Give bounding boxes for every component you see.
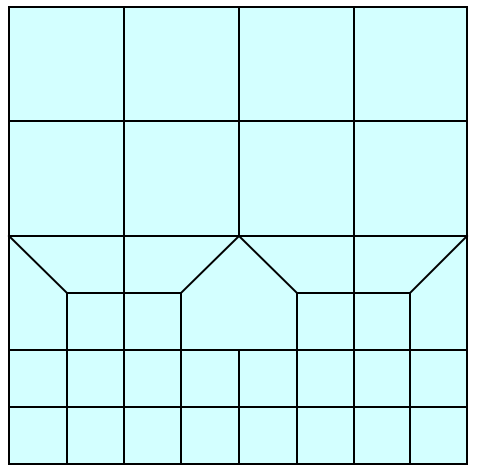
mesh-edge-diag-left-a xyxy=(7,234,69,295)
mesh-edge-diag-left-b xyxy=(179,234,241,295)
mesh-lines xyxy=(7,6,469,465)
mesh-edge-diag-right-a xyxy=(237,234,299,295)
mesh-edge-diag-right-b xyxy=(408,234,469,295)
